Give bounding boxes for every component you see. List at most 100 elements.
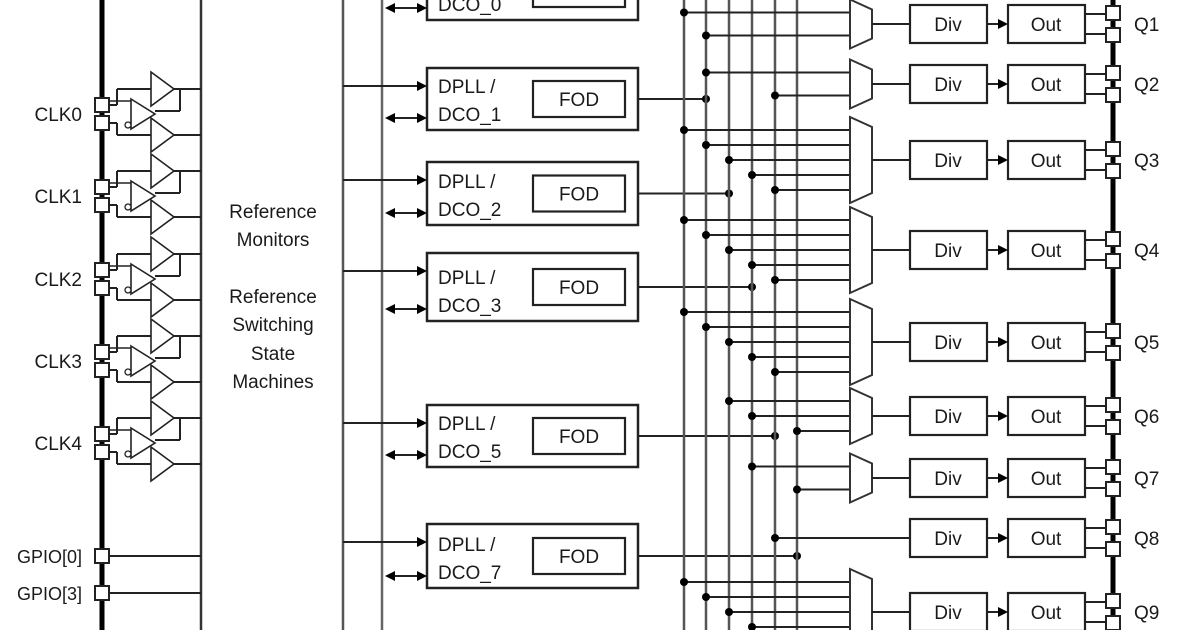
junction-dot [771, 534, 779, 542]
dpll-label-line1: DPLL / [438, 535, 496, 556]
output-pin-label: Q1 [1134, 15, 1159, 36]
pin-pad-icon [94, 115, 110, 131]
div-box [908, 517, 989, 559]
fod-label: FOD [559, 185, 599, 206]
arrow-head-icon [385, 450, 395, 460]
clock-input-label-0: CLK0 [34, 105, 82, 126]
output-pin-label: Q5 [1134, 333, 1159, 354]
pin-pad-icon [94, 179, 110, 195]
junction-dot [771, 186, 779, 194]
invert-bubble-icon [124, 121, 132, 129]
pin-pad-icon [1105, 253, 1121, 269]
arrow-head-icon [998, 473, 1008, 483]
output-mux-icon [849, 0, 873, 51]
output-mux-icon [849, 205, 873, 295]
junction-dot [702, 141, 710, 149]
junction-dot [680, 578, 688, 586]
buffer-icon [150, 445, 176, 483]
output-mux-icon [849, 386, 873, 446]
out-label: Out [1031, 603, 1062, 624]
invert-bubble-icon [124, 203, 132, 211]
junction-dot [702, 323, 710, 331]
dpll-label-line1: DPLL / [438, 268, 496, 289]
output-mux-icon [849, 57, 873, 111]
junction-dot [680, 216, 688, 224]
buffer-icon [130, 344, 157, 378]
arrow-head-icon [417, 113, 427, 123]
pin-pad-icon [94, 362, 110, 378]
pin-pad-icon [1105, 459, 1121, 475]
arrow-head-icon [385, 3, 395, 13]
junction-dot [748, 412, 756, 420]
junction-dot [680, 126, 688, 134]
arrow-head-icon [998, 245, 1008, 255]
junction-dot [748, 462, 756, 471]
pin-pad-icon [1105, 345, 1121, 361]
buffer-icon [150, 198, 176, 236]
dpll-label-line2: DCO_2 [438, 200, 501, 221]
buffer-icon [150, 116, 176, 154]
pin-pad-icon [1105, 397, 1121, 413]
buffer-icon [150, 363, 176, 401]
junction-dot [725, 397, 733, 405]
gpio-input-label-0: GPIO[0] [17, 547, 82, 567]
div-box [908, 3, 989, 45]
pin-pad-icon [94, 548, 110, 564]
fod-box [531, 0, 627, 9]
pin-pad-icon [94, 197, 110, 213]
pin-pad-icon [1105, 5, 1121, 21]
div-label: Div [934, 75, 962, 96]
junction-dot [702, 593, 710, 601]
buffer-icon [130, 262, 157, 296]
output-pin-label: Q8 [1134, 529, 1159, 550]
out-box [1006, 229, 1087, 271]
pin-pad-icon [94, 444, 110, 460]
junction-dot [793, 485, 801, 494]
arrow-head-icon [385, 208, 395, 218]
fod-label: FOD [559, 0, 599, 1]
fod-label: FOD [559, 427, 599, 448]
fod-label: FOD [559, 547, 599, 568]
dpll-label-line1: DPLL / [438, 77, 496, 98]
buffer-icon [150, 281, 176, 319]
output-mux-icon [849, 297, 873, 387]
dpll-label-line1: DPLL / [438, 414, 496, 435]
fod-box [531, 416, 627, 456]
junction-dot [725, 156, 733, 164]
ref-monitors-line-1: Reference [229, 202, 317, 223]
pin-pad-icon [94, 344, 110, 360]
pin-pad-icon [94, 97, 110, 113]
pin-pad-icon [94, 280, 110, 296]
junction-dot [771, 368, 779, 376]
ref-switching-line-2: Switching [232, 315, 313, 336]
pin-pad-icon [94, 426, 110, 442]
pin-pad-icon [94, 585, 110, 601]
pin-pad-icon [1105, 87, 1121, 103]
buffer-icon [150, 152, 176, 190]
arrow-head-icon [417, 175, 427, 185]
dpll-label-line2: DCO_1 [438, 105, 501, 126]
junction-dot [771, 276, 779, 284]
arrow-head-icon [998, 607, 1008, 617]
div-label: Div [934, 469, 962, 490]
dpll-label-line2: DCO_3 [438, 296, 501, 317]
pin-pad-icon [1105, 519, 1121, 535]
div-box [908, 63, 989, 105]
div-box [908, 395, 989, 437]
output-pin-label: Q2 [1134, 75, 1159, 96]
out-label: Out [1031, 529, 1062, 550]
junction-dot [680, 308, 688, 316]
fod-box [531, 174, 627, 213]
clock-input-label-2: CLK2 [34, 270, 82, 291]
